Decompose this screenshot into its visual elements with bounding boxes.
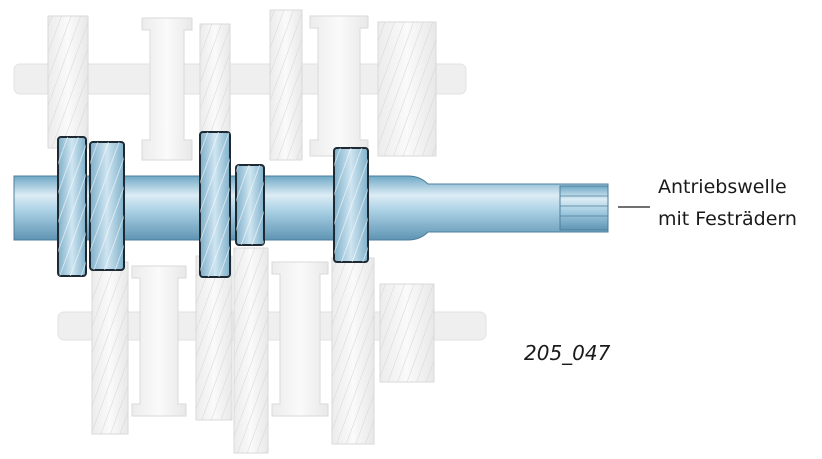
callout-label-line1: Antriebswelle bbox=[658, 176, 787, 198]
callout-label-line2: mit Festrädern bbox=[658, 208, 797, 230]
fixed-gear-5 bbox=[333, 147, 369, 263]
fixed-gear-4 bbox=[235, 164, 265, 246]
figure-number: 205_047 bbox=[524, 341, 611, 365]
ghost-upper-shaft bbox=[13, 9, 467, 161]
fixed-gear-2 bbox=[89, 141, 125, 271]
ghost-lower-shaft bbox=[57, 247, 487, 454]
fixed-gear-3 bbox=[199, 131, 231, 278]
fixed-gear-1 bbox=[57, 136, 87, 277]
drive-shaft bbox=[13, 175, 609, 241]
